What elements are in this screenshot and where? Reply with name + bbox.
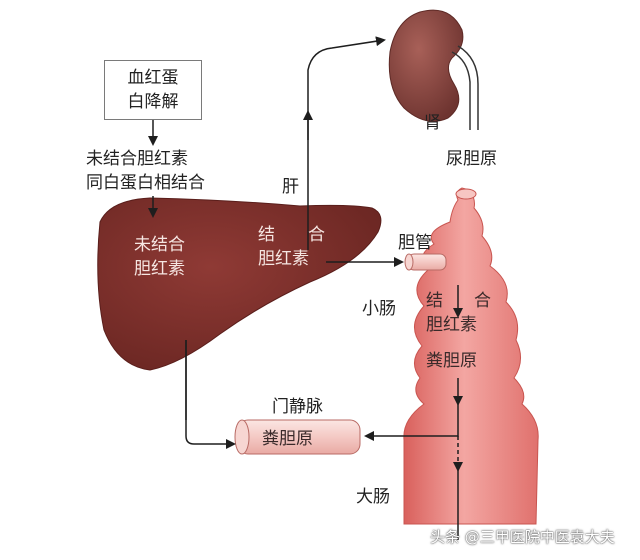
arrow-portal-to-liver (185, 340, 236, 449)
intestine-conjugated-char2: 合 (474, 291, 491, 311)
small-intestine-label: 小肠 (362, 299, 396, 319)
portal-vein-tube (234, 419, 361, 455)
heme-breakdown-box: 血红蛋 白降解 (104, 60, 202, 120)
liver-label: 肝 (282, 177, 299, 197)
intestine-conjugated-line2: 胆红素 (426, 315, 477, 335)
intestine-conjugated-char1: 结 (426, 291, 443, 311)
large-intestine-label: 大肠 (356, 487, 390, 507)
intestine-stercobilinogen-label: 粪胆原 (426, 351, 477, 371)
bile-duct-tube (404, 253, 447, 271)
unconjugated-label-1: 未结合胆红素 (86, 149, 188, 169)
unconjugated-label-2: 同白蛋白相结合 (86, 173, 205, 193)
heme-breakdown-line1: 血红蛋 (127, 68, 179, 88)
heme-breakdown-line2: 白降解 (127, 92, 179, 112)
liver-conjugated-line2: 胆红素 (258, 249, 309, 269)
kidney (388, 9, 464, 122)
liver (97, 197, 382, 371)
kidney-label: 肾 (424, 113, 441, 133)
intestine (403, 187, 539, 525)
arrow-liver-to-kidney (307, 36, 386, 250)
portal-vein-label: 门静脉 (272, 397, 323, 417)
liver-conjugated-char1: 结 (258, 225, 275, 245)
liver-unconjugated-line2: 胆红素 (134, 259, 185, 279)
watermark: 头条 @三甲医院中医袁大夫 (430, 528, 615, 546)
liver-unconjugated-line1: 未结合 (134, 235, 185, 255)
portal-stercobilinogen-label: 粪胆原 (262, 429, 313, 449)
urobilinogen-label: 尿胆原 (446, 149, 497, 169)
bile-duct-label: 胆管 (398, 233, 432, 253)
liver-conjugated-char2: 合 (308, 225, 325, 245)
